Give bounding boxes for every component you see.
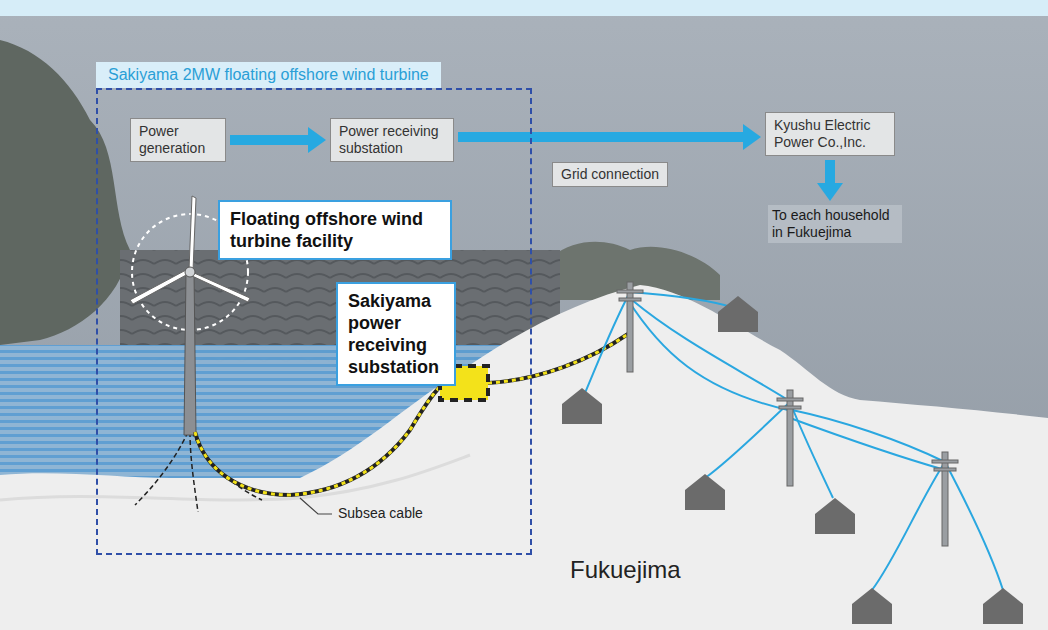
top-band <box>0 0 1048 16</box>
turbine-blade <box>130 270 188 304</box>
turbine-hub <box>185 267 195 277</box>
island-land <box>0 285 1048 630</box>
far-trees <box>540 242 720 300</box>
box-text: Sakiyama power receiving substation <box>348 290 444 378</box>
part-label: Subsea cable <box>338 505 423 521</box>
mooring-line <box>135 432 188 505</box>
utility-pole <box>617 282 958 546</box>
flow-arrow <box>230 127 326 153</box>
process-box: Power receiving substation <box>330 118 454 162</box>
flow-arrow <box>458 124 761 150</box>
box-text: Kyushu Electric Power Co.,Inc. <box>774 117 886 151</box>
turbine-blade <box>190 272 250 302</box>
arrow-shaft <box>825 160 835 185</box>
edge-label: Grid connection <box>552 162 668 187</box>
mooring-line <box>190 432 198 512</box>
subsea-cable <box>195 382 445 495</box>
process-box: Sakiyama power receiving substation <box>336 282 456 386</box>
land-shade <box>0 455 470 500</box>
flow-arrow <box>817 160 843 201</box>
process-box: Power generation <box>130 118 226 162</box>
arrow-shaft <box>458 132 745 142</box>
arrow-head <box>308 127 326 153</box>
box-text: Power generation <box>139 123 217 157</box>
box-text: To each household in Fukuejima <box>772 207 898 241</box>
house <box>562 296 1023 624</box>
power-lines <box>582 292 1003 590</box>
turbine-tower <box>184 272 196 435</box>
process-box: Kyushu Electric Power Co.,Inc. <box>765 112 895 156</box>
region-frame: Sakiyama 2MW floating offshore wind turb… <box>96 62 532 555</box>
box-text: Floating offshore wind turbine facility <box>230 208 440 252</box>
box-text: Power receiving substation <box>339 123 445 157</box>
arrow-head <box>743 124 761 150</box>
region-heading: Sakiyama 2MW floating offshore wind turb… <box>96 62 441 88</box>
island-name: Fukuejima <box>570 556 681 584</box>
turbine-blade <box>189 196 196 271</box>
subsea-cable <box>195 382 445 495</box>
destination-text: To each household in Fukuejima <box>768 205 902 243</box>
leader-line <box>300 498 332 514</box>
arrow-head <box>817 183 843 201</box>
process-box: Floating offshore wind turbine facility <box>218 200 452 260</box>
arrow-shaft <box>230 135 310 145</box>
